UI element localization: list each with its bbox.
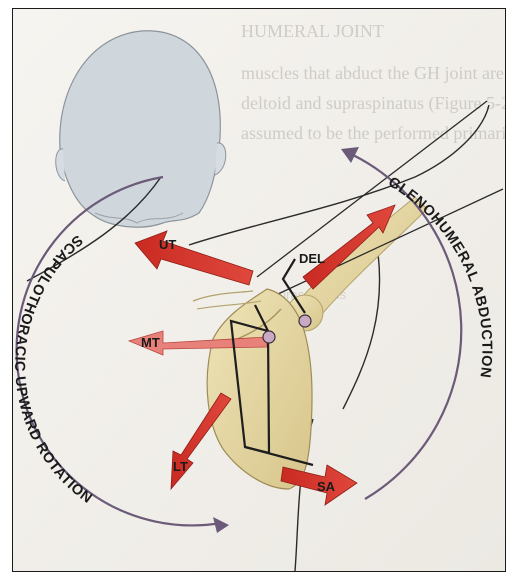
scapulothoracic-rotation-center [263,331,275,343]
label-ut: UT [159,237,176,252]
label-mt: MT [141,335,160,350]
label-sa: SA [317,479,336,494]
bg-heading: HUMERAL JOINT [241,21,384,41]
bg-line-1: muscles that abduct the GH joint are the [241,63,505,83]
bg-line-2: deltoid and supraspinatus (Figure 5-22 [241,93,505,114]
bg-line-3: assumed to be the performed primarily [241,123,505,143]
glenohumeral-joint-center [299,315,311,327]
label-lt: LT [173,459,188,474]
textbook-photo: HUMERAL JOINT muscles that abduct the GH… [12,8,506,572]
label-del: DEL [299,251,325,266]
shoulder-diagram: HUMERAL JOINT muscles that abduct the GH… [13,9,505,571]
